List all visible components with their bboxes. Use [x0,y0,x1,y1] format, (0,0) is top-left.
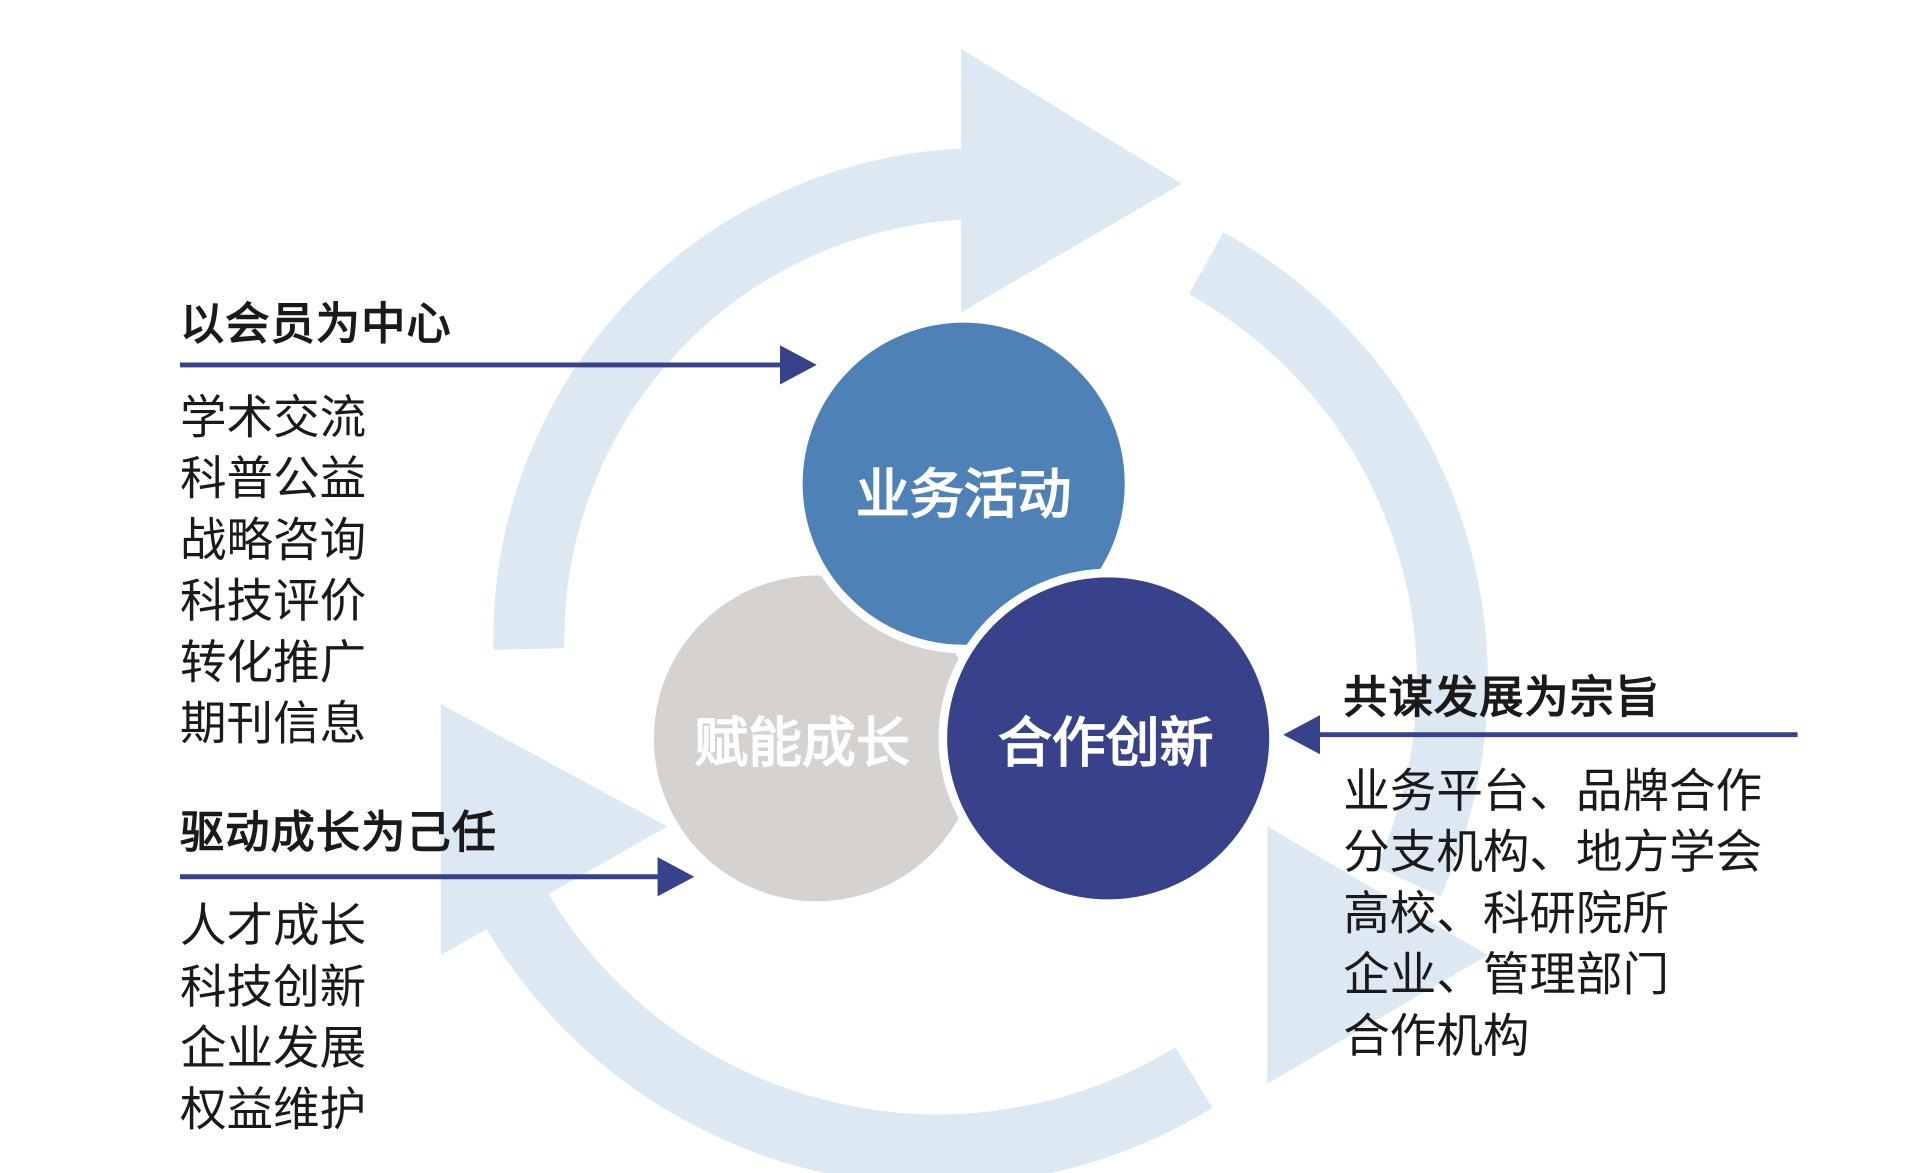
right-heading: 共谋发展为宗旨 [1343,673,1661,724]
list-item: 期刊信息 [180,696,367,751]
list-item: 转化推广 [180,635,367,690]
list-item: 高校、科研院所 [1343,886,1670,941]
circle-right-label: 合作创新 [997,712,1214,776]
arrowhead-right [1283,715,1321,755]
circle-top-label: 业务活动 [855,464,1072,527]
arrowhead-left-top [780,345,817,385]
ring-arrowhead-top [961,48,1182,313]
right-list: 业务平台、品牌合作 分支机构、地方学会 高校、科研院所 企业、管理部门 合作机构 [1343,760,1762,1066]
list-item: 科技评价 [180,574,367,629]
ring-arc-right [1188,232,1488,897]
circle-right [938,568,1278,908]
left-bottom-heading: 驱动成长为己任 [180,808,498,859]
list-item: 企业发展 [180,1021,367,1076]
list-item: 合作机构 [1343,1008,1530,1063]
left-bottom-list: 人才成长 科技创新 企业发展 权益维护 [180,895,366,1140]
list-item: 业务平台、品牌合作 [1343,764,1763,818]
ring-arc-top [493,148,981,650]
list-item: 分支机构、地方学会 [1343,825,1763,880]
circle-left-label: 赋能成长 [694,712,910,776]
circle-top [794,314,1134,654]
cycle-ring [483,148,1488,1173]
left-top-list: 学术交流 科普公益 战略咨询 科技评价 转化推广 期刊信息 [180,387,366,754]
list-item: 学术交流 [180,390,367,445]
list-item: 企业、管理部门 [1343,947,1670,1002]
list-item: 科技创新 [180,960,367,1014]
list-item: 权益维护 [180,1082,367,1137]
left-top-heading: 以会员为中心 [180,300,452,351]
ring-arrowhead-right [1267,826,1488,1084]
circle-left [653,575,980,902]
list-item: 人才成长 [180,898,367,953]
arrowhead-left-bottom [657,857,695,897]
ring-arrowhead-left [440,704,668,956]
ring-arc-bottom [483,888,1213,1173]
list-item: 科普公益 [180,451,367,506]
list-item: 战略咨询 [180,513,367,567]
